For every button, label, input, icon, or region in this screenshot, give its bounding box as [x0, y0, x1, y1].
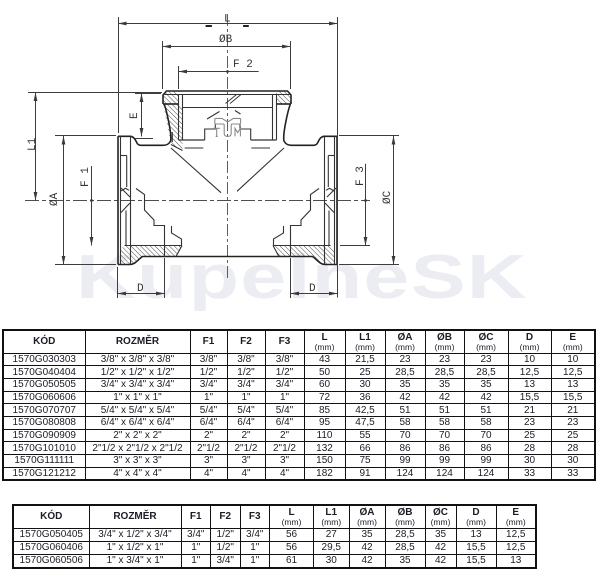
svg-text:L1: L1: [27, 137, 39, 151]
svg-text:F 3: F 3: [355, 166, 367, 186]
svg-text:ØA: ØA: [49, 192, 61, 206]
svg-text:L: L: [224, 14, 231, 26]
svg-text:F 2: F 2: [233, 59, 253, 71]
svg-text:F 1: F 1: [80, 167, 92, 187]
svg-text:ØB: ØB: [219, 34, 233, 46]
svg-text:ØC: ØC: [382, 190, 394, 204]
svg-text:D: D: [309, 283, 316, 295]
svg-text:E: E: [129, 112, 141, 119]
svg-text:D: D: [137, 283, 144, 295]
